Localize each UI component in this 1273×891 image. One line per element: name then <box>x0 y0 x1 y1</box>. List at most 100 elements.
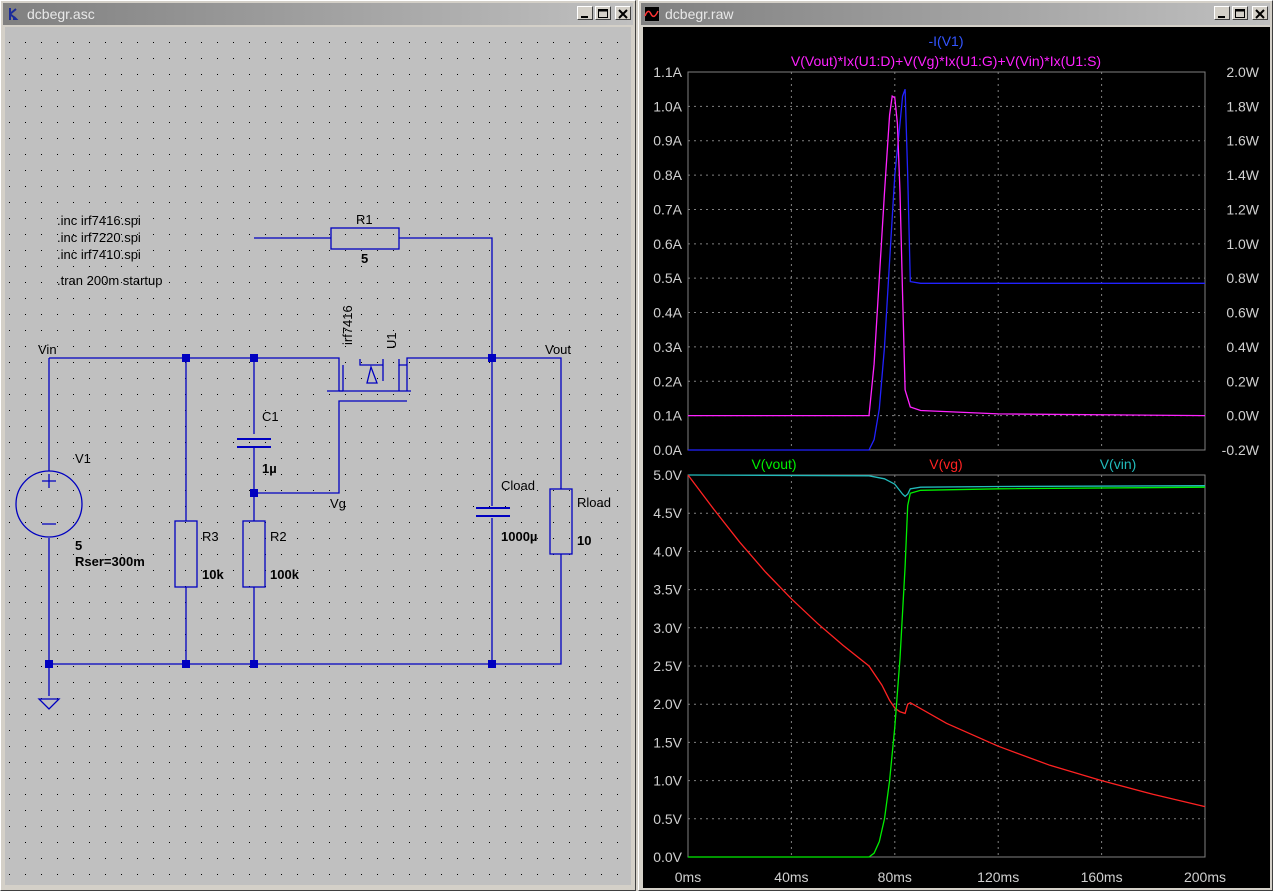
r2-value: 100k <box>270 567 300 582</box>
net-label-vout[interactable]: Vout <box>545 342 571 357</box>
u1-model: irf7416 <box>340 305 355 345</box>
cload-name: Cload <box>501 478 535 493</box>
u1-name: U1 <box>384 332 399 349</box>
x-tick-label: 200ms <box>1184 869 1226 885</box>
minimize-icon <box>1218 16 1225 18</box>
trace-vout <box>688 486 1206 858</box>
bottom-left-tick-label: 1.0V <box>653 773 682 789</box>
resistor-r2[interactable]: R2 100k <box>242 520 300 588</box>
top-right-tick-label: 0.2W <box>1226 373 1259 389</box>
capacitor-c1[interactable]: C1 1µ <box>237 409 279 476</box>
v1-value: 5 <box>75 538 82 553</box>
maximize-icon <box>1235 9 1245 18</box>
directive-include-1[interactable]: .inc irf7416.spi <box>57 213 141 228</box>
trace-current <box>688 88 1205 451</box>
waveform-maximize-button[interactable] <box>1232 6 1248 20</box>
bottom-left-tick-label: 0.5V <box>653 811 682 827</box>
top-right-tick-label: 1.6W <box>1226 133 1259 149</box>
x-tick-label: 40ms <box>774 869 808 885</box>
bottom-left-tick-label: 2.0V <box>653 696 682 712</box>
schematic-window: dcbegr.asc .inc irf7416.spi .inc irf7220… <box>0 0 636 891</box>
r1-name: R1 <box>356 212 373 227</box>
waveform-app-icon <box>644 6 660 22</box>
directive-include-3[interactable]: .inc irf7410.spi <box>57 247 141 262</box>
top-frame <box>687 71 1206 451</box>
bottom-left-tick-label: 2.5V <box>653 658 682 674</box>
x-tick-label: 160ms <box>1081 869 1123 885</box>
top-right-tick-label: 0.6W <box>1226 305 1259 321</box>
bottom-left-tick-label: 1.5V <box>653 734 682 750</box>
bottom-plot-pane[interactable]: V(vout) V(vg) V(vin) 5.0V4.5V4.0V3.5V3.0… <box>653 456 1226 885</box>
pmos-u1[interactable]: irf7416 U1 <box>327 305 411 392</box>
top-traces <box>688 88 1206 451</box>
wires[interactable] <box>48 237 562 696</box>
trace-label-vout[interactable]: V(vout) <box>751 456 796 472</box>
trace-label-current[interactable]: -I(V1) <box>929 33 964 49</box>
waveform-titlebar[interactable]: dcbegr.raw <box>641 3 1270 25</box>
trace-vg <box>687 474 1206 808</box>
bottom-left-tick-label: 3.0V <box>653 620 682 636</box>
v1-name: V1 <box>75 451 91 466</box>
top-plot-pane[interactable]: -I(V1) V(Vout)*Ix(U1:D)+V(Vg)*Ix(U1:G)+V… <box>653 33 1260 458</box>
x-tick-label: 120ms <box>977 869 1019 885</box>
rload-value: 10 <box>577 533 591 548</box>
spice-directives[interactable]: .inc irf7416.spi .inc irf7220.spi .inc i… <box>57 213 163 288</box>
bottom-left-tick-label: 4.5V <box>653 505 682 521</box>
top-grid <box>687 71 1206 451</box>
trace-label-vg[interactable]: V(vg) <box>929 456 962 472</box>
top-left-tick-label: 1.0A <box>653 98 682 114</box>
top-right-tick-label: 1.4W <box>1226 167 1259 183</box>
top-left-tick-label: 0.6A <box>653 236 682 252</box>
cload-value: 1000µ <box>501 529 537 544</box>
directive-include-2[interactable]: .inc irf7220.spi <box>57 230 141 245</box>
minimize-button[interactable] <box>577 6 593 20</box>
directive-tran[interactable]: .tran 200m startup <box>57 273 163 288</box>
waveform-plot-area[interactable]: -I(V1) V(Vout)*Ix(U1:D)+V(Vg)*Ix(U1:G)+V… <box>643 27 1270 888</box>
bottom-grid <box>687 474 1206 858</box>
maximize-button[interactable] <box>595 6 611 20</box>
top-right-tick-label: 0.0W <box>1226 408 1259 424</box>
rload-name: Rload <box>577 495 611 510</box>
bottom-left-tick-label: 3.5V <box>653 582 682 598</box>
top-right-axis: 2.0W1.8W1.6W1.4W1.2W1.0W0.8W0.6W0.4W0.2W… <box>1222 64 1260 458</box>
c1-name: C1 <box>262 409 279 424</box>
close-button[interactable] <box>615 6 631 20</box>
schematic-app-icon <box>9 8 19 20</box>
trace-label-vin[interactable]: V(vin) <box>1100 456 1137 472</box>
top-right-tick-label: 1.8W <box>1226 98 1259 114</box>
top-left-tick-label: 0.2A <box>653 373 682 389</box>
top-right-tick-label: 1.0W <box>1226 236 1259 252</box>
net-label-vg[interactable]: Vg <box>330 496 346 511</box>
top-right-tick-label: 2.0W <box>1226 64 1259 80</box>
waveform-window: dcbegr.raw -I(V1) V(Vout)*Ix(U1:D)+V(Vg)… <box>638 0 1273 891</box>
top-left-tick-label: 0.8A <box>653 167 682 183</box>
r1-value: 5 <box>361 251 368 266</box>
x-tick-label: 0ms <box>675 869 701 885</box>
ground-symbol[interactable] <box>37 698 61 710</box>
schematic-titlebar[interactable]: dcbegr.asc <box>3 3 633 25</box>
net-label-vin[interactable]: Vin <box>38 342 57 357</box>
top-left-tick-label: 0.4A <box>653 305 682 321</box>
bottom-left-tick-label: 5.0V <box>653 467 682 483</box>
top-right-tick-label: 0.4W <box>1226 339 1259 355</box>
close-icon <box>1255 9 1265 19</box>
trace-power <box>688 94 1206 417</box>
top-left-tick-label: 0.9A <box>653 133 682 149</box>
bottom-traces <box>687 474 1206 858</box>
resistor-rload[interactable]: Rload 10 <box>549 488 611 555</box>
voltage-source-v1[interactable]: V1 5 Rser=300m <box>15 451 145 569</box>
top-left-tick-label: 0.0A <box>653 442 682 458</box>
junction-dots <box>45 354 496 668</box>
waveform-close-button[interactable] <box>1252 6 1268 20</box>
top-right-tick-label: -0.2W <box>1222 442 1260 458</box>
schematic-canvas[interactable]: .inc irf7416.spi .inc irf7220.spi .inc i… <box>5 27 631 885</box>
trace-label-power[interactable]: V(Vout)*Ix(U1:D)+V(Vg)*Ix(U1:G)+V(Vin)*I… <box>791 53 1101 69</box>
waveform-minimize-button[interactable] <box>1214 6 1230 20</box>
v1-rser: Rser=300m <box>75 554 145 569</box>
resistor-r1[interactable]: R1 5 <box>330 212 400 266</box>
top-left-tick-label: 0.5A <box>653 270 682 286</box>
top-left-tick-label: 1.1A <box>653 64 682 80</box>
capacitor-cload[interactable]: Cload 1000µ <box>476 478 537 544</box>
resistor-r3[interactable]: R3 10k <box>174 520 224 588</box>
